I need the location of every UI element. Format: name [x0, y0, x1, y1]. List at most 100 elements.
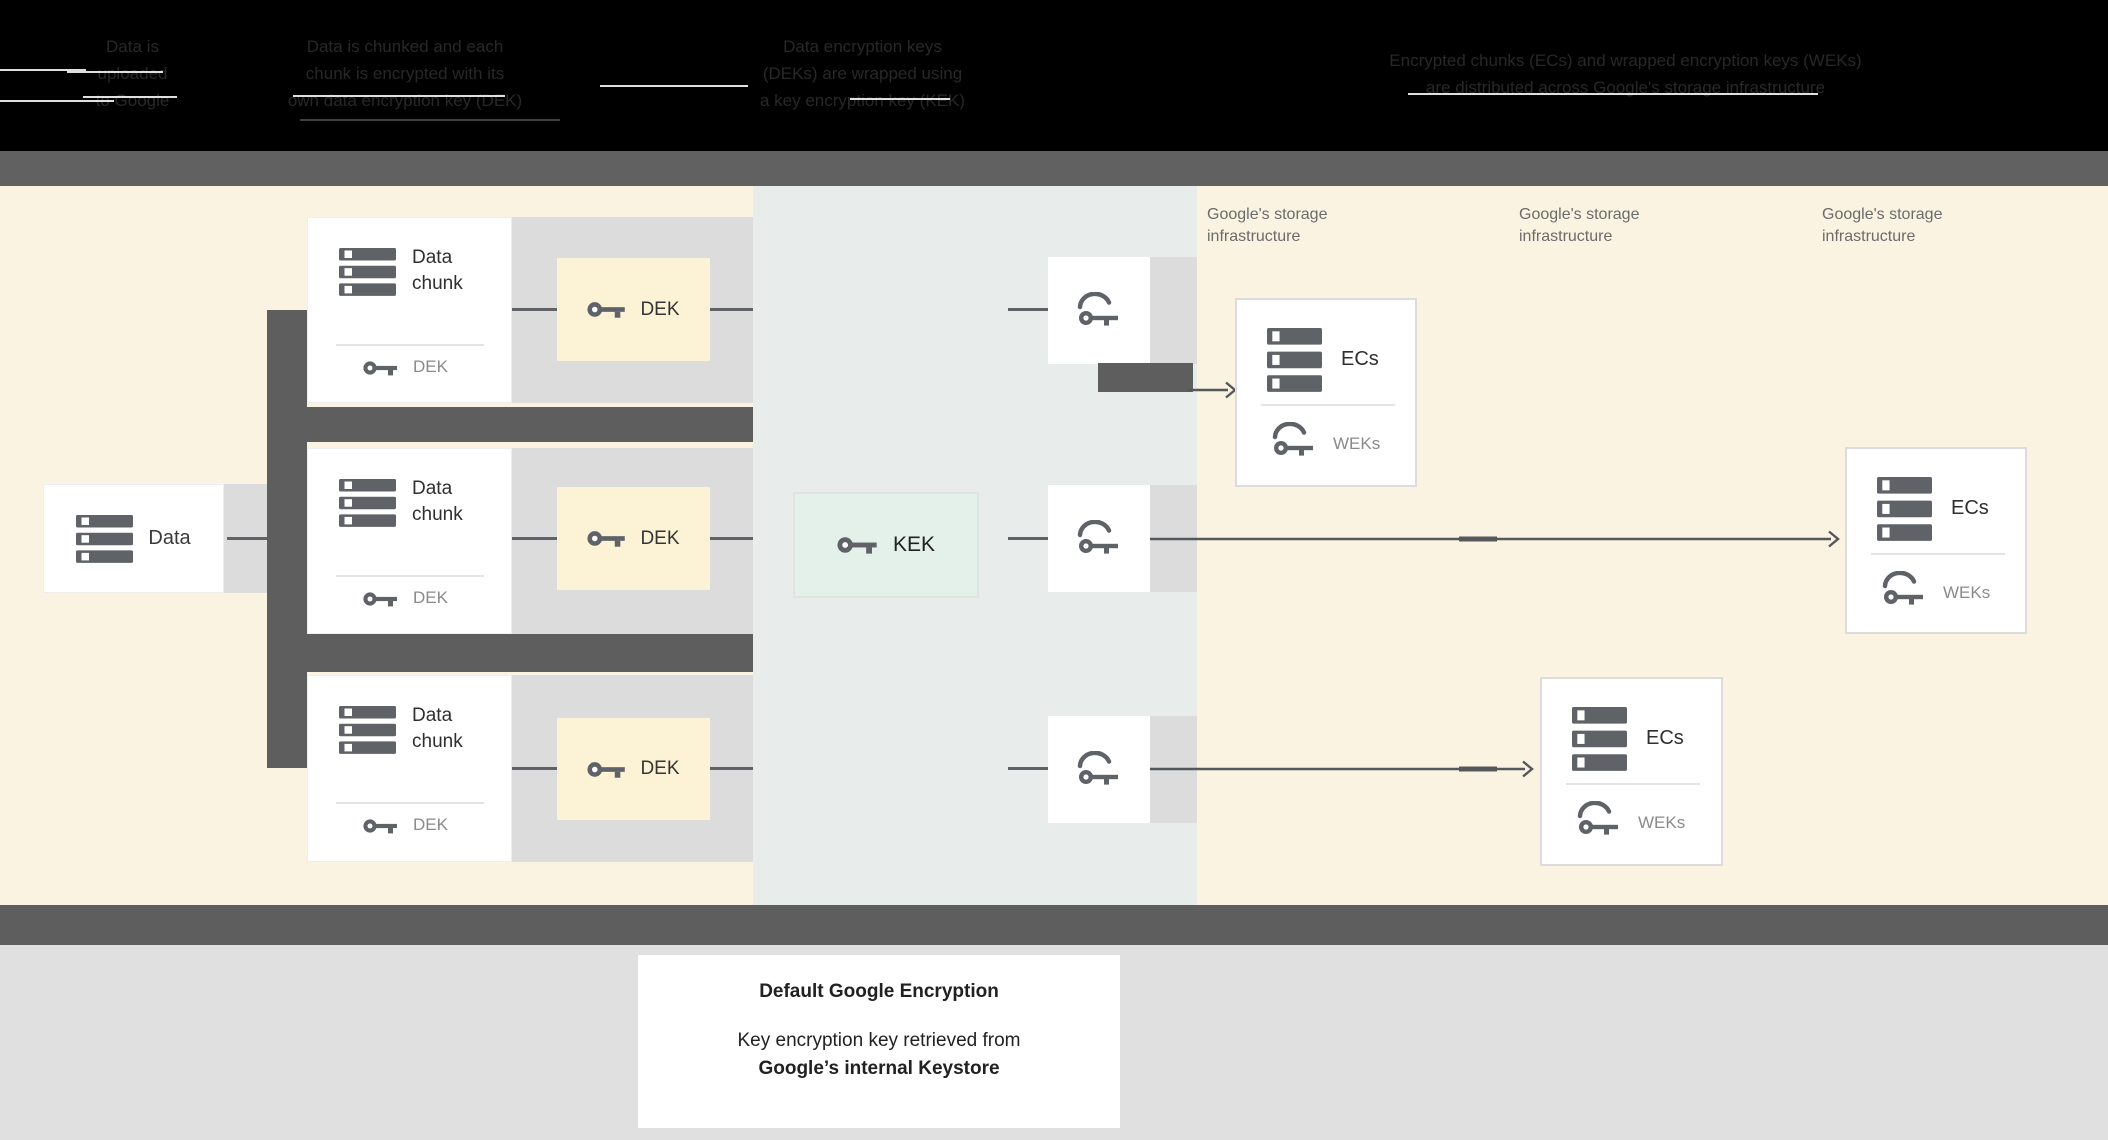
data-chunk-title: Data chunk — [412, 247, 463, 294]
connector-kek-key2 — [1008, 537, 1048, 540]
step-line: are distributed across Google's storage … — [1425, 78, 1826, 97]
step-3-text: Data encryption keys (DEKs) are wrapped … — [705, 33, 1020, 114]
database-icon — [1572, 707, 1627, 771]
step-line: Data encryption keys — [783, 37, 942, 56]
key-icon — [587, 761, 626, 778]
database-icon — [1267, 328, 1322, 392]
storage-header-3: Google's storage infrastructure — [1822, 206, 1943, 245]
branch-band-2 — [267, 634, 753, 672]
dek-box-2: DEK — [557, 487, 710, 590]
step-line: Encrypted chunks (ECs) and wrapped encry… — [1389, 51, 1862, 70]
storage-header-1: Google's storage infrastructure — [1207, 206, 1328, 245]
ecs-title: ECs — [1341, 348, 1379, 370]
artifact-line — [1408, 93, 1818, 95]
ecs-box-2: ECs WEKs — [1845, 447, 2027, 634]
step-line: a key encryption key (KEK) — [759, 91, 966, 110]
weks-label: WEKs — [1943, 583, 1991, 602]
divider — [336, 575, 484, 577]
dek-box-3: DEK — [557, 718, 710, 820]
caption-title: Default Google Encryption — [759, 981, 999, 1002]
step-line: to Google — [95, 91, 170, 110]
key-icon — [587, 531, 626, 547]
wrapped-key-icon — [1272, 422, 1313, 456]
arrow-to-ecs-1 — [1188, 381, 1237, 399]
step-2-text: Data is chunked and each chunk is encryp… — [250, 33, 560, 114]
artifact-line — [67, 71, 163, 73]
database-icon — [1877, 477, 1932, 541]
data-chunk-title: Data chunk — [412, 705, 463, 752]
thick-connector-bar — [1098, 363, 1193, 392]
wrapped-key-icon — [1077, 291, 1118, 326]
connector-dek1-lane — [710, 308, 753, 311]
key-icon — [587, 302, 626, 318]
ecs-box-1: ECs WEKs — [1235, 298, 1417, 487]
bottom-gray-band — [0, 905, 2108, 945]
divider — [1261, 404, 1395, 406]
key-icon — [363, 819, 397, 834]
connector-dek3-lane — [710, 767, 753, 770]
artifact-line — [300, 119, 560, 121]
data-chunk-box-1: Data chunk DEK — [307, 217, 512, 403]
weks-label: WEKs — [1638, 813, 1686, 832]
divider — [336, 802, 484, 804]
connector-data-trunk — [227, 537, 267, 540]
data-box: Data — [43, 484, 224, 593]
connector-chunk1-dek1 — [512, 308, 557, 311]
top-gray-band — [0, 151, 2108, 186]
wrapped-key-icon — [1577, 801, 1618, 835]
embedded-dek-label: DEK — [413, 357, 448, 376]
database-icon — [76, 514, 134, 563]
divider — [1871, 553, 2005, 555]
step-line: uploaded — [97, 64, 168, 83]
artifact-line — [293, 95, 505, 97]
key-icon — [363, 361, 397, 376]
dek-box-label: DEK — [640, 527, 680, 549]
ecs-title: ECs — [1951, 497, 1989, 519]
embedded-dek-label: DEK — [413, 588, 448, 607]
connector-lane-key3 — [1008, 767, 1048, 770]
step-line: own data encryption key (DEK) — [287, 91, 523, 110]
data-chunk-title: Data chunk — [412, 478, 463, 525]
branch-band-1 — [267, 407, 753, 442]
step-line: chunk is encrypted with its — [305, 64, 505, 83]
caption-line-2: Google’s internal Keystore — [758, 1058, 1000, 1079]
artifact-line — [600, 85, 748, 87]
caption-line-1: Key encryption key retrieved from — [737, 1030, 1021, 1051]
connector-lane-key1 — [1008, 308, 1048, 311]
dek-box-label: DEK — [640, 298, 680, 320]
wrapped-key-box-1 — [1048, 257, 1150, 364]
key-icon — [837, 537, 877, 554]
arrow-thick-dash — [1459, 766, 1497, 772]
database-icon — [339, 248, 396, 296]
key-strip-1 — [1150, 257, 1197, 364]
step-line: Data is chunked and each — [306, 37, 504, 56]
artifact-line — [0, 100, 114, 102]
wrapped-key-icon — [1077, 519, 1118, 554]
arrow-thick-dash — [1459, 536, 1497, 542]
embedded-dek-label: DEK — [413, 815, 448, 834]
artifact-line — [850, 98, 950, 100]
weks-label: WEKs — [1333, 434, 1381, 453]
caption-box: Default Google Encryption Key encryption… — [638, 955, 1120, 1128]
wrapped-key-icon — [1077, 750, 1118, 785]
step-line: (DEKs) are wrapped using — [762, 64, 963, 83]
step-4-text: Encrypted chunks (ECs) and wrapped encry… — [1308, 47, 1943, 101]
key-icon — [363, 592, 397, 607]
step-1-text: Data is uploaded to Google — [55, 33, 210, 114]
artifact-line — [0, 69, 86, 71]
arrow-to-ecs-3 — [1150, 760, 1534, 778]
data-chunk-box-3: Data chunk DEK — [307, 675, 512, 862]
connector-dek2-lane — [710, 537, 753, 540]
step-line: Data is — [106, 37, 159, 56]
connector-chunk2-dek2 — [512, 537, 557, 540]
divider — [1566, 783, 1700, 785]
wrapped-key-box-3 — [1048, 716, 1150, 823]
divider — [336, 344, 484, 346]
wrapped-key-icon — [1882, 571, 1923, 605]
kek-box: KEK — [793, 492, 979, 598]
header-black-band: Data is uploaded to Google Data is chunk… — [0, 0, 2108, 151]
database-icon — [339, 479, 396, 527]
data-chunk-box-2: Data chunk DEK — [307, 448, 512, 634]
data-box-label: Data — [148, 527, 191, 549]
storage-header-2: Google's storage infrastructure — [1519, 206, 1640, 245]
